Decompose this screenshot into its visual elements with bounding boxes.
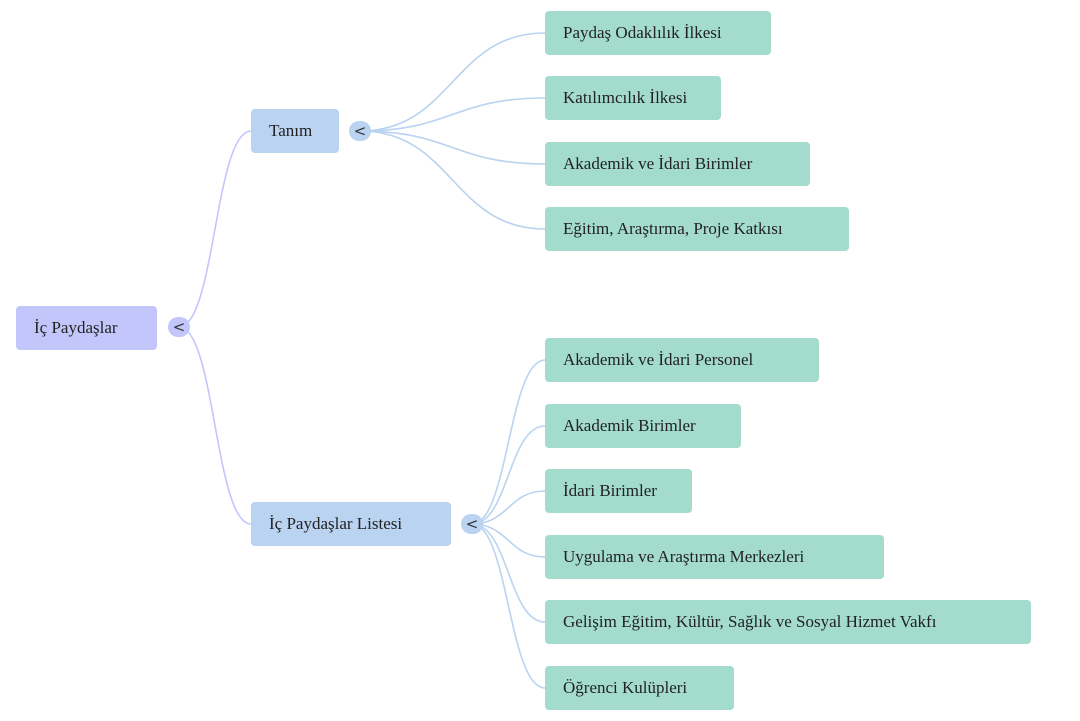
- link-tanim-leaf-0: [359, 32, 546, 132]
- leaf-node[interactable]: İdari Birimler: [545, 469, 692, 513]
- link-listesi-leaf-1: [471, 425, 546, 525]
- leaf-node[interactable]: Öğrenci Kulüpleri: [545, 666, 734, 710]
- leaf-node-label: Katılımcılık İlkesi: [563, 88, 688, 107]
- leaf-node-label: Uygulama ve Araştırma Merkezleri: [563, 547, 805, 566]
- collapse-icon: <: [172, 317, 186, 336]
- collapse-icon: <: [353, 121, 367, 140]
- link-listesi-leaf-5: [471, 523, 546, 689]
- root-node-label: İç Paydaşlar: [34, 318, 118, 337]
- leaf-node-label: İdari Birimler: [563, 481, 657, 500]
- branch-node-label: Tanım: [269, 121, 313, 140]
- link-listesi-leaf-4: [471, 523, 546, 623]
- leaf-node-label: Akademik Birimler: [563, 416, 696, 435]
- collapse-icon: <: [465, 514, 479, 533]
- link-root-to-listesi: [178, 326, 252, 525]
- branch-node-tanim[interactable]: Tanım: [251, 109, 339, 153]
- listesi-collapse-toggle[interactable]: <: [461, 514, 483, 534]
- leaf-node[interactable]: Akademik ve İdari Birimler: [545, 142, 810, 186]
- leaf-node[interactable]: Akademik Birimler: [545, 404, 741, 448]
- leaf-node-label: Eğitim, Araştırma, Proje Katkısı: [563, 219, 783, 238]
- leaf-node-label: Paydaş Odaklılık İlkesi: [563, 23, 722, 42]
- leaf-node[interactable]: Katılımcılık İlkesi: [545, 76, 721, 120]
- link-root-to-tanim: [178, 130, 252, 328]
- leaf-node[interactable]: Gelişim Eğitim, Kültür, Sağlık ve Sosyal…: [545, 600, 1031, 644]
- tanim-collapse-toggle[interactable]: <: [349, 121, 371, 141]
- root-collapse-toggle[interactable]: <: [168, 317, 190, 337]
- link-listesi-leaf-0: [471, 359, 546, 525]
- leaf-node[interactable]: Uygulama ve Araştırma Merkezleri: [545, 535, 884, 579]
- branch-node-ic-paydaslar-listesi[interactable]: İç Paydaşlar Listesi: [251, 502, 451, 546]
- link-tanim-leaf-2: [359, 130, 546, 165]
- leaf-node[interactable]: Eğitim, Araştırma, Proje Katkısı: [545, 207, 849, 251]
- leaf-node-label: Akademik ve İdari Birimler: [563, 154, 753, 173]
- leaf-node-label: Gelişim Eğitim, Kültür, Sağlık ve Sosyal…: [563, 612, 937, 631]
- link-tanim-leaf-3: [359, 130, 546, 230]
- leaf-node[interactable]: Akademik ve İdari Personel: [545, 338, 819, 382]
- leaf-node-label: Öğrenci Kulüpleri: [563, 678, 688, 697]
- link-tanim-leaf-1: [359, 97, 546, 132]
- root-node[interactable]: İç Paydaşlar: [16, 306, 157, 350]
- branch-node-label: İç Paydaşlar Listesi: [269, 514, 403, 533]
- leaf-node[interactable]: Paydaş Odaklılık İlkesi: [545, 11, 771, 55]
- leaf-node-label: Akademik ve İdari Personel: [563, 350, 754, 369]
